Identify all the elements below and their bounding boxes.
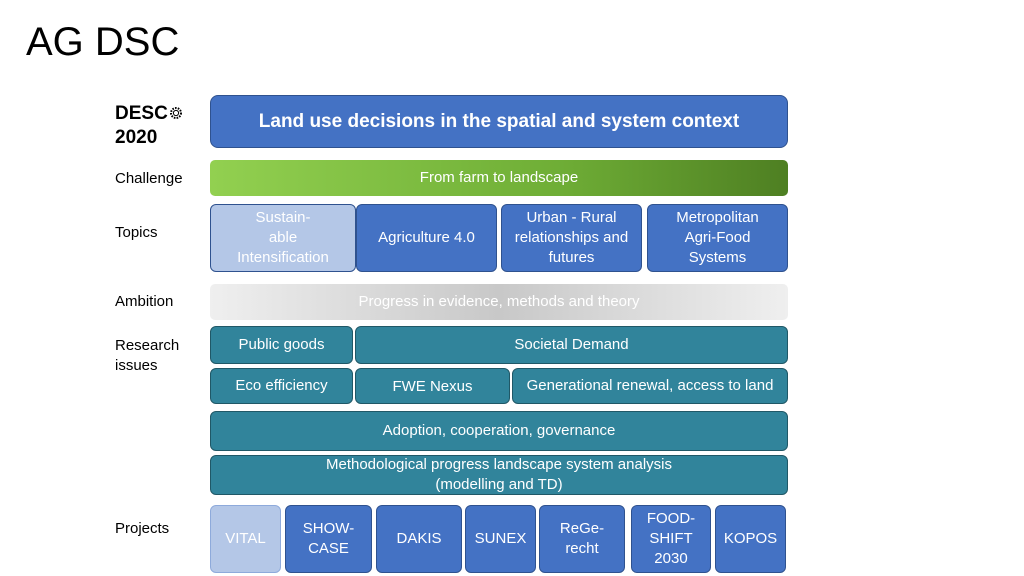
label-research-line2: issues xyxy=(115,357,158,374)
slide-title: AG DSC xyxy=(26,20,180,64)
research-fwe-nexus: FWE Nexus xyxy=(355,368,510,404)
label-projects: Projects xyxy=(115,520,170,537)
challenge-bar: From farm to landscape xyxy=(210,160,788,196)
label-research-line1: Research xyxy=(115,337,180,354)
method-line2: (modelling and TD) xyxy=(435,476,563,493)
topic-box-agriculture: Agriculture 4.0 xyxy=(356,204,497,272)
ambition-bar: Progress in evidence, methods and theory xyxy=(210,284,788,320)
topic-line: Metropolitan xyxy=(676,209,759,226)
project-line: 2030 xyxy=(654,550,688,567)
label-topics: Topics xyxy=(115,224,158,241)
project-line: SHIFT xyxy=(649,530,693,547)
research-societal-demand: Societal Demand xyxy=(355,326,788,364)
project-line: SHOW- xyxy=(302,520,355,537)
header-box: Land use decisions in the spatial and sy… xyxy=(210,95,788,148)
gear-icon xyxy=(169,107,182,119)
method-line1: Methodological progress landscape system… xyxy=(325,456,672,473)
topic-line: Sustain- xyxy=(255,209,311,226)
research-methodological: Methodological progress landscape system… xyxy=(210,455,788,495)
topic-box-urban-rural: Urban - Rural relationships and futures xyxy=(501,204,642,272)
project-sunex: SUNEX xyxy=(465,505,536,573)
project-foodshift: FOOD- SHIFT 2030 xyxy=(631,505,711,573)
research-generational-renewal: Generational renewal, access to land xyxy=(512,368,788,404)
topic-line: able xyxy=(268,229,298,246)
topic-line: Urban - Rural xyxy=(526,209,617,226)
desc-label: DESC 2020 xyxy=(115,102,183,150)
project-line: VITAL xyxy=(225,530,266,547)
project-line: SUNEX xyxy=(474,530,527,547)
topic-line: futures xyxy=(548,249,595,266)
desc-label-line2: 2020 xyxy=(115,127,158,148)
topic-line: Agriculture 4.0 xyxy=(378,229,475,246)
project-line: KOPOS xyxy=(723,530,778,547)
research-public-goods: Public goods xyxy=(210,326,353,364)
project-line: recht xyxy=(565,540,599,557)
topic-line: Intensification xyxy=(237,249,329,266)
desc-label-line1: DESC xyxy=(115,103,168,124)
project-showcase: SHOW- CASE xyxy=(285,505,372,573)
topic-line: relationships and xyxy=(514,229,629,246)
label-challenge: Challenge xyxy=(115,170,183,187)
project-line: DAKIS xyxy=(396,530,442,547)
project-line: ReGe- xyxy=(559,520,605,537)
project-line: CASE xyxy=(308,540,349,557)
project-kopos: KOPOS xyxy=(715,505,786,573)
research-eco-efficiency: Eco efficiency xyxy=(210,368,353,404)
project-vital: VITAL xyxy=(210,505,281,573)
research-adoption: Adoption, cooperation, governance xyxy=(210,411,788,451)
label-ambition: Ambition xyxy=(115,293,174,310)
topic-line: Systems xyxy=(688,249,747,266)
project-line: FOOD- xyxy=(646,510,696,527)
label-research-issues: Research issues xyxy=(115,336,179,376)
project-regerecht: ReGe-recht xyxy=(539,505,625,573)
topic-line: Agri-Food xyxy=(684,229,751,246)
project-dakis: DAKIS xyxy=(376,505,462,573)
